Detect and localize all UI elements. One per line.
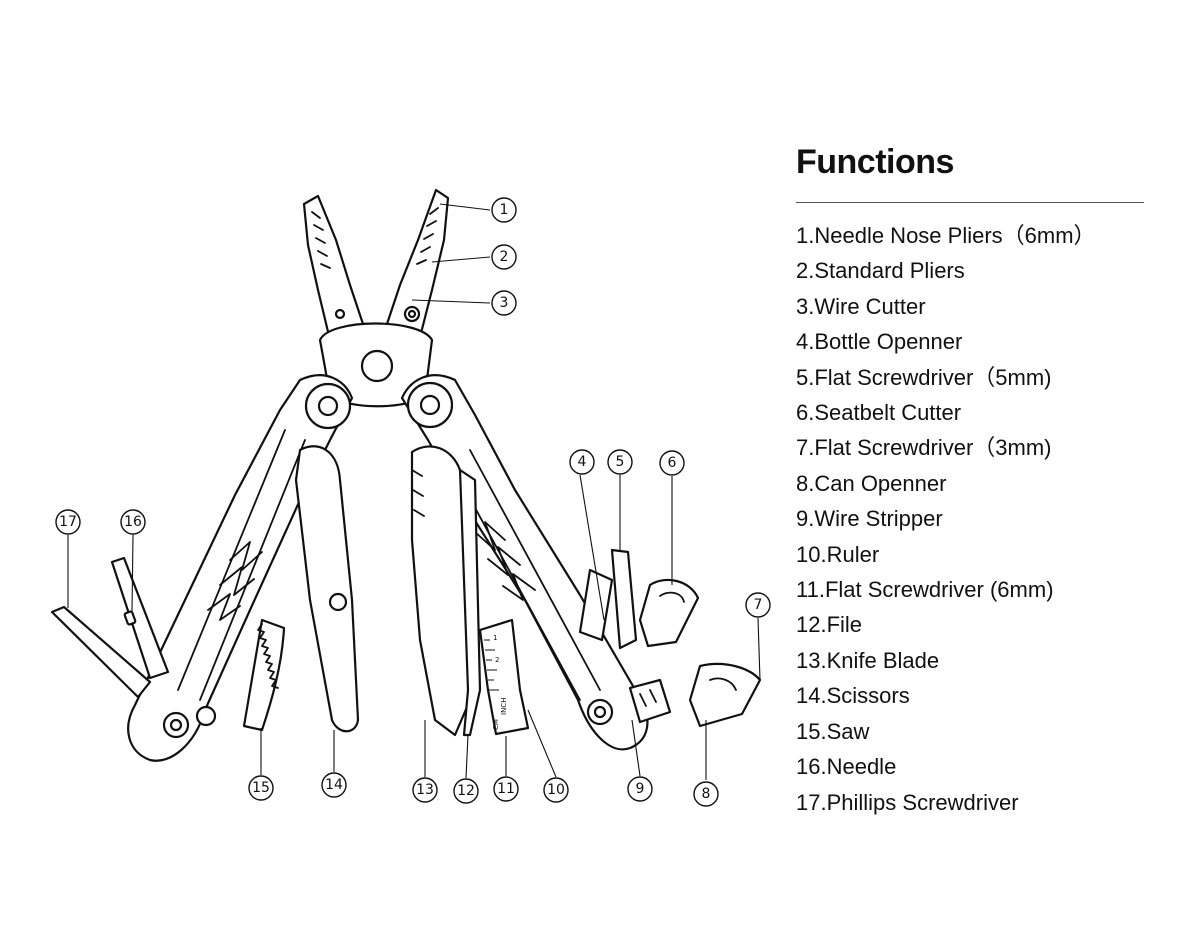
function-item-5: 5.Flat Screwdriver（5mm) bbox=[796, 364, 1052, 390]
function-item-11: 11.Flat Screwdriver (6mm) bbox=[796, 577, 1054, 603]
callout-16-label: 16 bbox=[124, 514, 142, 530]
callout-12-label: 12 bbox=[457, 783, 475, 799]
callout-5-label: 5 bbox=[616, 454, 625, 470]
functions-list: 1.Needle Nose Pliers（6mm） 2.Standard Pli… bbox=[796, 218, 1096, 820]
callout-8: 8 bbox=[693, 781, 719, 807]
callout-4-label: 4 bbox=[578, 454, 587, 470]
ruler-cm-label: CM bbox=[492, 719, 500, 730]
callout-10: 10 bbox=[543, 777, 569, 803]
callout-3: 3 bbox=[491, 290, 517, 316]
function-item-7: 7.Flat Screwdriver（3mm) bbox=[796, 435, 1052, 461]
callout-17-label: 17 bbox=[59, 514, 77, 530]
ruler-inch-label: INCH bbox=[500, 698, 508, 715]
function-item-9: 9.Wire Stripper bbox=[796, 506, 943, 532]
callout-9-label: 9 bbox=[636, 781, 645, 797]
leader-lines bbox=[67, 203, 761, 780]
callout-11-label: 11 bbox=[497, 781, 515, 797]
callout-7-label: 7 bbox=[754, 597, 763, 613]
callout-13: 13 bbox=[412, 777, 438, 803]
callout-9: 9 bbox=[627, 776, 653, 802]
callout-2-label: 2 bbox=[500, 249, 509, 265]
ruler: 1 2 INCH CM bbox=[478, 618, 530, 736]
callout-11: 11 bbox=[493, 776, 519, 802]
function-item-8: 8.Can Openner bbox=[796, 470, 947, 496]
callout-10-label: 10 bbox=[547, 782, 565, 798]
title-divider bbox=[796, 202, 1144, 203]
function-item-2: 2.Standard Pliers bbox=[796, 258, 965, 284]
callout-15-label: 15 bbox=[252, 780, 270, 796]
callout-17: 17 bbox=[55, 509, 81, 535]
function-item-15: 15.Saw bbox=[796, 718, 870, 744]
function-item-17: 17.Phillips Screwdriver bbox=[796, 789, 1019, 815]
panel-title: Functions bbox=[796, 143, 954, 181]
callout-13-label: 13 bbox=[416, 782, 434, 798]
left-tools bbox=[50, 445, 360, 733]
function-item-6: 6.Seatbelt Cutter bbox=[796, 400, 962, 426]
callout-8-label: 8 bbox=[702, 786, 711, 802]
callout-1: 1 bbox=[491, 197, 517, 223]
callout-3-label: 3 bbox=[500, 295, 509, 311]
function-item-14: 14.Scissors bbox=[796, 683, 910, 709]
callout-16: 16 bbox=[120, 509, 146, 535]
pliers-jaws bbox=[302, 188, 450, 408]
right-handle bbox=[400, 374, 649, 751]
right-tools bbox=[578, 548, 762, 728]
ruler-tick-1: 1 bbox=[493, 634, 497, 642]
callout-5: 5 bbox=[607, 449, 633, 475]
callout-6: 6 bbox=[659, 450, 685, 476]
function-item-13: 13.Knife Blade bbox=[796, 647, 940, 673]
callout-2: 2 bbox=[491, 244, 517, 270]
callout-15: 15 bbox=[248, 775, 274, 801]
function-item-3: 3.Wire Cutter bbox=[796, 293, 926, 319]
function-item-10: 10.Ruler bbox=[796, 541, 880, 567]
callout-14-label: 14 bbox=[325, 777, 343, 793]
callout-14: 14 bbox=[321, 772, 347, 798]
function-item-12: 12.File bbox=[796, 612, 863, 638]
callout-4: 4 bbox=[569, 449, 595, 475]
center-tools bbox=[410, 445, 482, 737]
callout-7: 7 bbox=[745, 592, 771, 618]
callout-6-label: 6 bbox=[668, 455, 677, 471]
function-item-16: 16.Needle bbox=[796, 754, 897, 780]
function-item-4: 4.Bottle Openner bbox=[796, 329, 963, 355]
function-item-1: 1.Needle Nose Pliers（6mm） bbox=[796, 223, 1096, 248]
ruler-tick-2: 2 bbox=[495, 656, 499, 664]
callout-12: 12 bbox=[453, 778, 479, 804]
callout-1-label: 1 bbox=[500, 202, 509, 218]
multitool-diagram: 1 2 INCH CM 1 2 3 4 5 6 bbox=[50, 188, 771, 807]
functions-panel: Functions 1.Needle Nose Pliers（6mm） 2.St… bbox=[796, 140, 1146, 815]
